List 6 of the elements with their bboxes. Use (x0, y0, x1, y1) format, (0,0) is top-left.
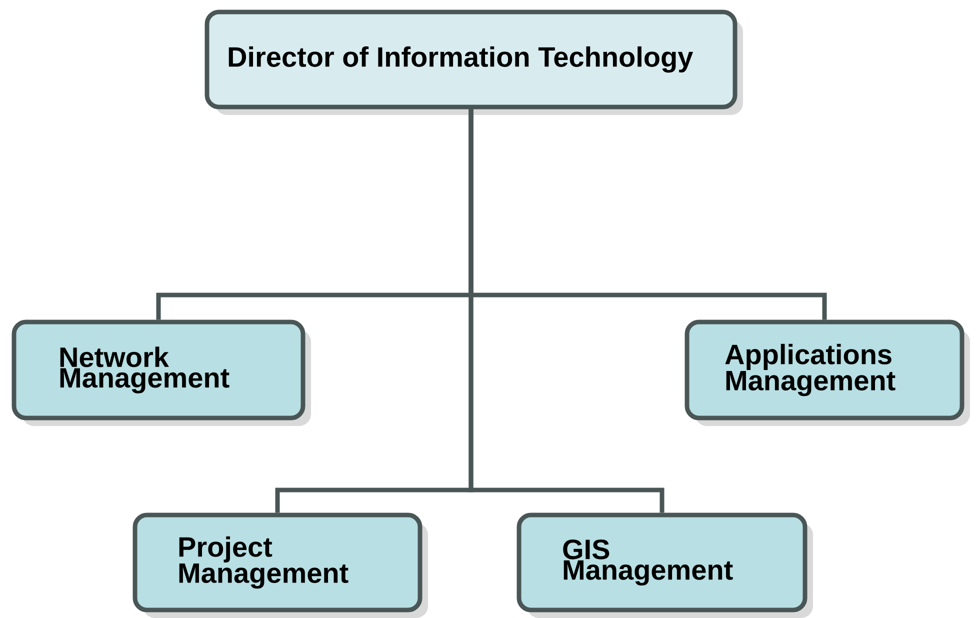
org-box: Director of Information Technology (204, 10, 743, 115)
org-box: Project Management (132, 512, 428, 618)
connector-line (468, 109, 664, 513)
org-box: Network Management (12, 320, 311, 426)
org-box: GIS Management (516, 512, 813, 618)
org-box: Applications Management (684, 320, 970, 426)
